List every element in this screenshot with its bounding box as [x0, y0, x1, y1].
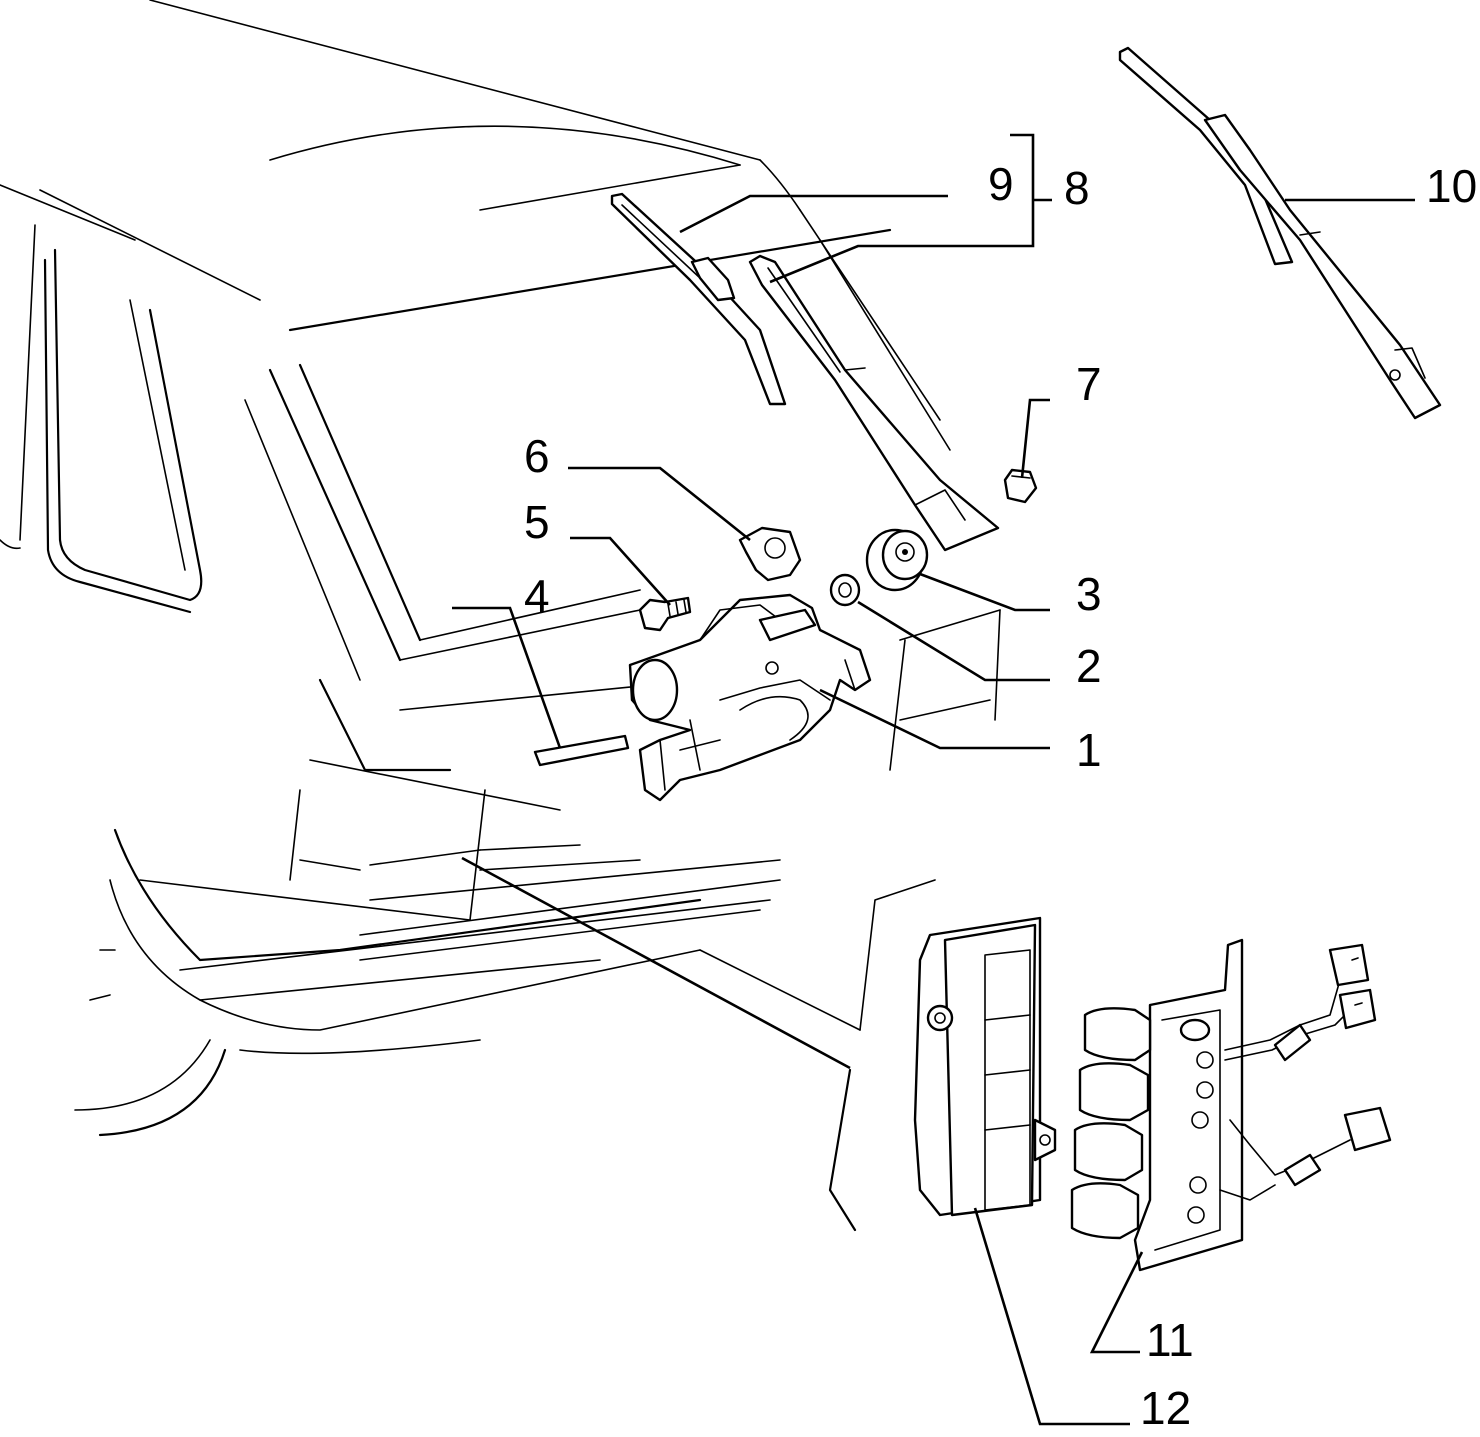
- callout-6: 6: [524, 430, 550, 482]
- callout-1: 1: [1076, 724, 1102, 776]
- callout-4: 4: [524, 570, 550, 622]
- callout-10: 10: [1426, 160, 1477, 212]
- callout-5: 5: [524, 496, 550, 548]
- mounting-bush: [738, 526, 802, 582]
- leader-lines: [452, 133, 1415, 1426]
- wiper-motor: [628, 593, 872, 802]
- callout-9: 9: [988, 158, 1014, 210]
- vehicle-body-outline: [0, 0, 1001, 1232]
- rubber-pad: [533, 734, 630, 767]
- wiper-blade-left: [610, 192, 787, 406]
- callout-labels: 1 2 3 4 5 6 7 8 9 10 11 12: [524, 158, 1477, 1434]
- callout-2: 2: [1076, 640, 1102, 692]
- callout-11: 11: [1146, 1314, 1194, 1366]
- callout-7: 7: [1076, 358, 1102, 410]
- callout-12: 12: [1140, 1382, 1191, 1432]
- wiper-arm: [748, 254, 1000, 552]
- washer: [829, 573, 861, 607]
- wiper-blade-arm-assembly: [1118, 46, 1442, 420]
- lamp-bulb-holder: [1070, 938, 1392, 1272]
- rear-lamp-lens: [913, 916, 1057, 1217]
- grommet: [865, 528, 929, 592]
- callout-3: 3: [1076, 568, 1102, 620]
- screw: [638, 596, 692, 632]
- nut: [1003, 468, 1038, 504]
- callout-8: 8: [1064, 162, 1090, 214]
